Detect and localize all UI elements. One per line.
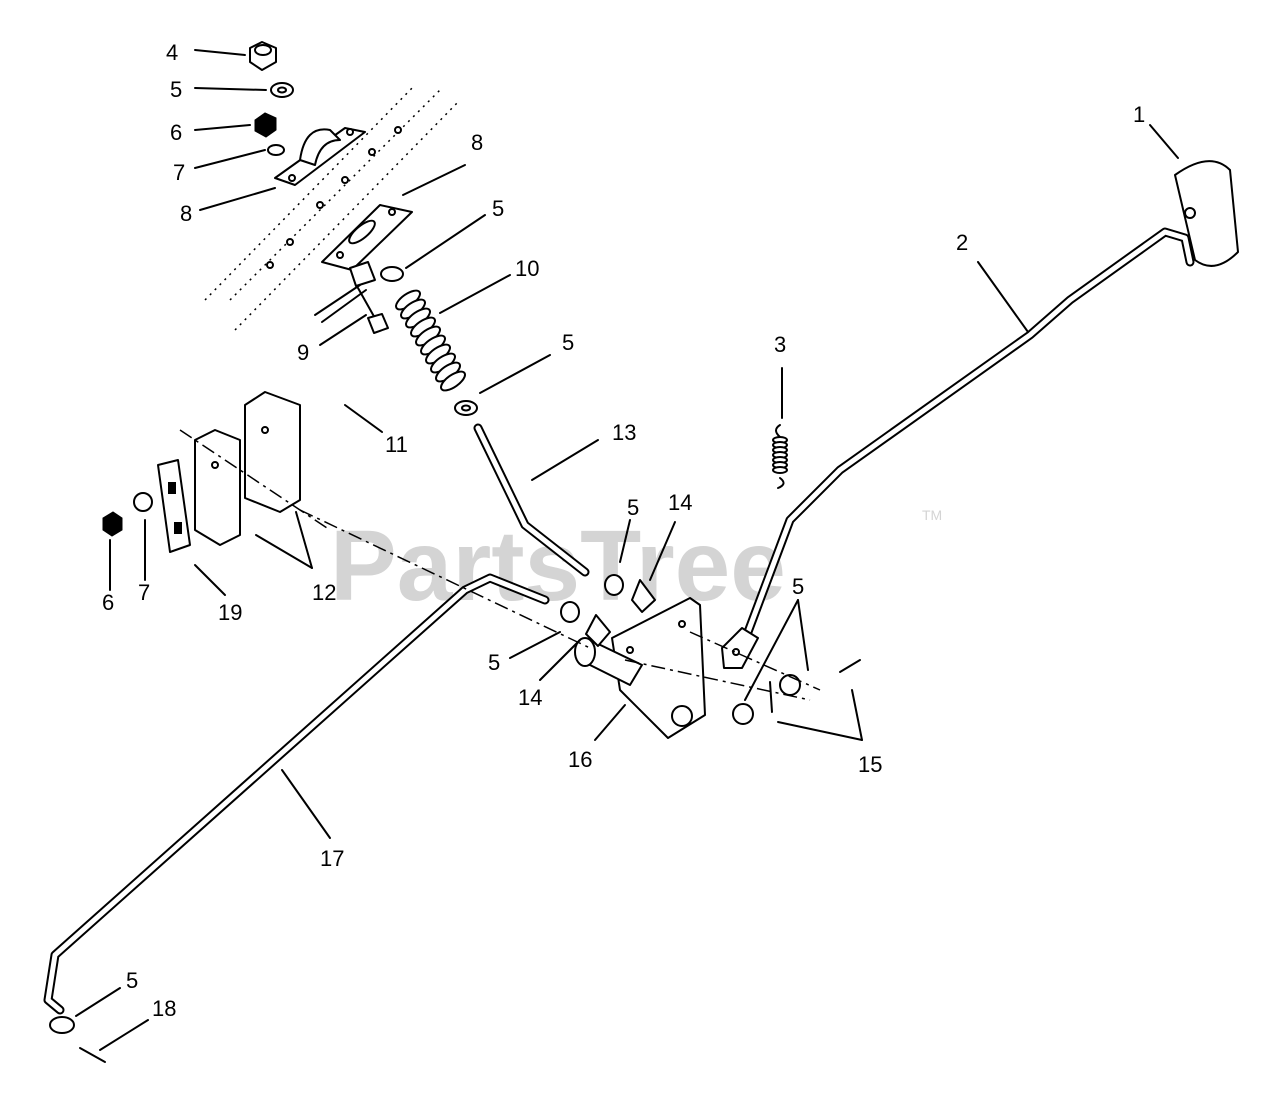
lock-washer: [267, 144, 285, 156]
callout-7: 7: [138, 580, 150, 605]
hex-nut: [254, 112, 277, 138]
watermark-trademark: TM: [922, 507, 942, 523]
lock-washer-lower: [133, 492, 153, 512]
washer-rod-end: [49, 1016, 75, 1034]
bracket-top: [274, 127, 366, 186]
callout-8: 8: [471, 130, 483, 155]
callout-4: 4: [166, 40, 178, 65]
callout-2: 2: [956, 230, 968, 255]
compression-spring: [395, 289, 466, 392]
bolt: [357, 287, 389, 334]
lock-nut: [249, 41, 277, 71]
callout-5: 5: [792, 574, 804, 599]
clip-lower: [585, 614, 611, 647]
callout-9: 9: [297, 340, 309, 365]
callout-5: 5: [627, 495, 639, 520]
callout-19: 19: [218, 600, 242, 625]
callout-3: 3: [774, 332, 786, 357]
callout-14: 14: [518, 685, 542, 710]
callout-15: 15: [858, 752, 882, 777]
watermark-text: PartsTree: [330, 510, 786, 622]
callout-5: 5: [492, 196, 504, 221]
callout-6: 6: [102, 590, 114, 615]
extension-spring: [772, 424, 788, 489]
parking-brake-rod: [43, 573, 550, 1015]
callout-14: 14: [668, 490, 692, 515]
callout-1: 1: [1133, 102, 1145, 127]
callout-12: 12: [312, 580, 336, 605]
brake-plate: [157, 459, 191, 553]
callout-10: 10: [515, 256, 539, 281]
callout-7: 7: [173, 160, 185, 185]
callouts: 1 2 3 4 5 5 5 5 5 5 5 6 6 7 7 8 8 9 10 1…: [102, 40, 1145, 1021]
brake-block: [194, 391, 301, 546]
clip: [631, 579, 656, 613]
frame-rail: [204, 84, 461, 331]
callout-16: 16: [568, 747, 592, 772]
callout-5: 5: [126, 968, 138, 993]
callout-13: 13: [612, 420, 636, 445]
callout-5: 5: [170, 77, 182, 102]
carriage-bolt: [314, 261, 376, 323]
callout-5: 5: [488, 650, 500, 675]
callout-18: 18: [152, 996, 176, 1021]
brake-pedal-rod: [721, 227, 1195, 669]
hex-nut-lower: [102, 511, 123, 537]
leader-lines: [75, 49, 1179, 1051]
callout-11: 11: [385, 432, 408, 457]
cotter-pin: [79, 1047, 106, 1063]
pedal-knob: [1174, 160, 1239, 267]
callout-8: 8: [180, 201, 192, 226]
brake-rod: [473, 423, 590, 577]
callout-5: 5: [562, 330, 574, 355]
bracket-lower: [321, 204, 413, 271]
callout-17: 17: [320, 846, 344, 871]
callout-6: 6: [170, 120, 182, 145]
